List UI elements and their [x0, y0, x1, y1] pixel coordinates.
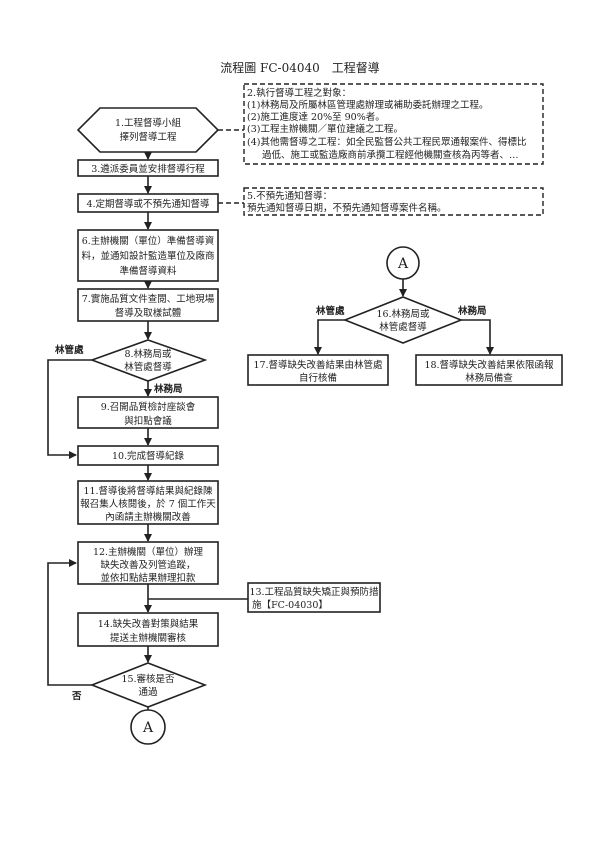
node-text: 林務局備查: [465, 372, 513, 384]
node-text: 5.不預先通知督導：: [247, 190, 332, 202]
node-text: A: [397, 256, 409, 272]
node-12: 12.主辦機關（單位）辦理 缺失改善及列管追蹤， 並依扣點結果辦理扣款: [77, 541, 219, 585]
connector-a-bottom: A: [130, 709, 166, 745]
node-11: 11.督導後將督導結果與紀錄陳 報召集人核閱後，於 7 個工作天 內函請主辦機關…: [77, 480, 219, 525]
node-text: 內函請主辦機關改善: [105, 511, 191, 523]
node-text: 料，並通知設計監造單位及廠商: [81, 250, 214, 262]
node-text: 施【FC-04030】: [252, 599, 328, 611]
node-text: 提送主辦機關審核: [110, 632, 187, 644]
node-text: 2.執行督導工程之對象：: [247, 87, 351, 99]
node-text: 督導及取樣試體: [115, 307, 182, 319]
node-text: 通過: [138, 686, 158, 698]
node-text: A: [142, 720, 154, 736]
node-1-preparation: 1.工程督導小組 擇列督導工程: [76, 107, 220, 153]
node-7: 7.實施品質文件查閱、工地現場 督導及取樣試體: [77, 288, 219, 322]
node-text: 6.主辦機關（單位）準備督導資: [82, 235, 215, 247]
node-13: 13.工程品質缺失矯正與預防措 施【FC-04030】: [247, 582, 381, 613]
node-text: 4.定期督導或不預先通知督導: [86, 198, 210, 210]
node-text: 3.遴派委員並安排督導行程: [91, 163, 205, 175]
branch-label-lwj: 林務局: [154, 383, 183, 395]
branch-label-lwj-right: 林務局: [458, 305, 487, 317]
node-text: 12.主辦機關（單位）辦理: [93, 546, 204, 558]
node-text: 15.審核是否: [121, 673, 175, 685]
node-text: 9.召開品質檢討座談會: [101, 401, 196, 413]
page-title: 流程圖 FC-04040 工程督導: [220, 60, 380, 75]
node-8-decision: 8.林務局或 林管處督導: [89, 339, 208, 382]
node-text: 過低、施工或監造廠商前承攬工程經他機關查核為丙等者、…: [262, 149, 519, 161]
node-text: 10.完成督導紀錄: [112, 450, 185, 462]
node-text: (2)施工進度達 20%至 90%者。: [247, 111, 385, 123]
node-16-decision: 16.林務局或 林管處督導: [342, 296, 464, 344]
node-14: 14.缺失改善對策與結果 提送主辦機關審核: [77, 612, 219, 647]
node-text: 林管處督導: [124, 361, 172, 373]
connector-a-top: A: [386, 246, 420, 280]
node-text: 預先通知督導日期，不預先通知督導案件名稱。: [247, 202, 447, 214]
node-text: 缺失改善及列管追蹤，: [100, 559, 195, 571]
node-text: 16.林務局或: [376, 308, 430, 320]
node-text: 1.工程督導小組: [115, 117, 182, 129]
node-18: 18.督導缺失改善結果依限函報 林務局備查: [415, 354, 563, 386]
node-text: 與扣點會議: [124, 415, 172, 427]
node-10: 10.完成督導紀錄: [77, 445, 219, 466]
node-15-decision: 15.審核是否 通過: [89, 662, 208, 708]
node-text: 林管處督導: [379, 321, 427, 333]
node-text: 17.督導缺失改善結果由林管處: [253, 359, 383, 371]
node-5-annotation: 5.不預先通知督導： 預先通知督導日期，不預先通知督導案件名稱。: [243, 187, 544, 216]
node-text: (1)林務局及所屬林區管理處辦理或補助委託辦理之工程。: [247, 99, 488, 111]
node-text: 14.缺失改善對策與結果: [98, 618, 199, 630]
node-text: (4)其他需督導之工程：如全民監督公共工程民眾通報案件、得標比: [247, 136, 526, 148]
node-text: 11.督導後將督導結果與紀錄陳: [83, 485, 213, 497]
branch-label-lgc: 林管處: [55, 344, 84, 356]
node-text: 18.督導缺失改善結果依限函報: [424, 359, 554, 371]
branch-label-lgc-right: 林管處: [316, 305, 345, 317]
branch-label-no: 否: [71, 691, 82, 702]
node-text: 擇列督導工程: [119, 131, 177, 143]
node-text: 準備督導資料: [119, 265, 177, 277]
node-text: 13.工程品質缺失矯正與預防措: [249, 586, 379, 598]
node-2-annotation: 2.執行督導工程之對象： (1)林務局及所屬林區管理處辦理或補助委託辦理之工程。…: [243, 83, 544, 165]
node-text: 報召集人核閱後，於 7 個工作天: [80, 498, 216, 510]
node-text: 自行核備: [299, 372, 337, 384]
node-17: 17.督導缺失改善結果由林管處 自行核備: [247, 354, 389, 386]
node-6: 6.主辦機關（單位）準備督導資 料，並通知設計監造單位及廠商 準備督導資料: [77, 229, 219, 282]
connector-lines: [47, 129, 494, 710]
node-4: 4.定期督導或不預先通知督導: [77, 193, 219, 213]
node-text: 8.林務局或: [124, 348, 172, 360]
node-3: 3.遴派委員並安排督導行程: [77, 159, 219, 177]
node-text: 7.實施品質文件查閱、工地現場: [82, 293, 215, 305]
node-9: 9.召開品質檢討座談會 與扣點會議: [77, 396, 219, 429]
node-text: (3)工程主辦機關／單位建議之工程。: [247, 123, 403, 135]
node-text: 並依扣點結果辦理扣款: [100, 572, 196, 584]
